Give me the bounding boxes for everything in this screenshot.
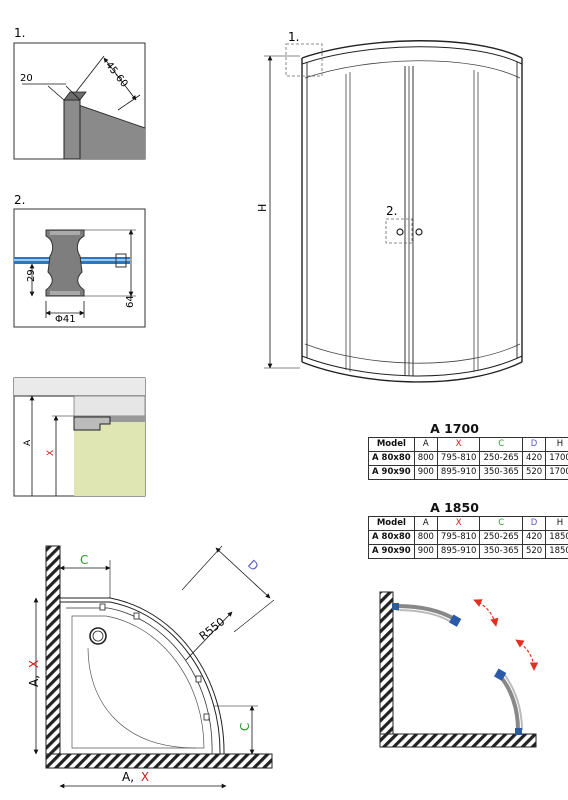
table-header-row: Model A X C D H [368, 516, 568, 531]
opening-wall-left [379, 591, 394, 735]
col-a: A [413, 516, 438, 531]
shower-tray [74, 422, 145, 496]
height-label: H [256, 204, 269, 212]
cell-a: 800 [413, 451, 438, 466]
opening-wall-bottom [379, 733, 537, 748]
bottom-dim-x: X [141, 770, 149, 784]
callout-box-1 [285, 43, 323, 77]
dim-d: D [245, 557, 261, 574]
cell-h: 1700 [545, 465, 568, 480]
cell-d: 420 [521, 451, 547, 466]
opening-arrow-2 [515, 639, 539, 671]
table-row: A 80x80 800 795-810 250-265 420 1700 [368, 451, 568, 466]
drain-icon [89, 627, 107, 645]
spec-table-1850: Model A X C D H A 80x80 800 795-810 250-… [368, 516, 568, 559]
cell-model: A 90x90 [368, 544, 415, 559]
side-dim-a: A, [27, 675, 41, 687]
profile [63, 99, 81, 160]
col-d: D [521, 437, 547, 452]
table-title-1700: A 1700 [430, 421, 479, 436]
cell-model: A 80x80 [368, 451, 415, 466]
table-row: A 90x90 900 895-910 350-365 520 1700 [368, 465, 568, 480]
callout-1-label: 1. [288, 30, 299, 44]
col-h: H [545, 516, 568, 531]
dim-a-detail3: A [23, 439, 33, 446]
handle-left-icon [396, 228, 404, 236]
front-view: 1. 2. H [256, 30, 523, 383]
table-title-1850: A 1850 [430, 500, 479, 515]
hinge-top-icon [392, 603, 399, 610]
cell-d: 520 [521, 465, 547, 480]
cell-h: 1700 [545, 451, 568, 466]
opening-diagram [379, 591, 539, 748]
dim-29: 29 [26, 269, 37, 282]
col-c: C [479, 516, 523, 531]
col-x: X [436, 437, 481, 452]
wall-bottom [45, 753, 273, 769]
side-dim-x: X [27, 660, 41, 668]
handle-right-icon [415, 228, 423, 236]
col-model: Model [368, 437, 415, 452]
plan-view: C C D R550 A, X A, X [27, 545, 275, 789]
cell-c: 250-265 [479, 451, 523, 466]
svg-text:A, X: A, X [122, 770, 149, 784]
col-model: Model [368, 516, 415, 531]
callout-box-2 [385, 218, 413, 244]
cell-d: 520 [521, 544, 547, 559]
cell-model: A 90x90 [368, 465, 415, 480]
cell-c: 350-365 [479, 465, 523, 480]
cell-h: 1850 [545, 544, 568, 559]
spec-table-1700: Model A X C D H A 80x80 800 795-810 250-… [368, 437, 568, 480]
table-row: A 90x90 900 895-910 350-365 520 1850 [368, 544, 568, 559]
cell-c: 250-265 [479, 530, 523, 545]
radius-label: R550 [197, 615, 228, 643]
glass-panel [64, 100, 145, 159]
detail-3: A X [13, 377, 146, 497]
table-row: A 80x80 800 795-810 250-265 420 1850 [368, 530, 568, 545]
bottom-dim-a: A, [122, 770, 134, 784]
col-d: D [521, 516, 547, 531]
detail-2: 2. Φ41 29 64 [13, 193, 146, 328]
cell-c: 350-365 [479, 544, 523, 559]
cell-x: 895-910 [436, 465, 481, 480]
hinge-side-icon [494, 668, 507, 681]
cell-a: 800 [413, 530, 438, 545]
dim-c-side: C [238, 723, 252, 731]
cell-a: 900 [413, 465, 438, 480]
cell-x: 795-810 [436, 530, 481, 545]
cell-d: 420 [521, 530, 547, 545]
cell-x: 795-810 [436, 451, 481, 466]
detail-1-label: 1. [14, 26, 25, 40]
cell-x: 895-910 [436, 544, 481, 559]
wall-left [45, 545, 61, 755]
cell-model: A 80x80 [368, 530, 415, 545]
col-x: X [436, 516, 481, 531]
col-h: H [545, 437, 568, 452]
opening-arrow-1 [473, 599, 499, 627]
detail-1: 1. 20 45-60 [13, 26, 146, 160]
detail-2-label: 2. [14, 193, 25, 207]
cell-a: 900 [413, 544, 438, 559]
col-a: A [413, 437, 438, 452]
table-header-row: Model A X C D H [368, 437, 568, 452]
dim-x-detail3: X [46, 450, 56, 456]
dim-20: 20 [20, 73, 33, 84]
dim-c-top: C [80, 553, 88, 567]
callout-2-label: 2. [386, 204, 397, 218]
dim-diameter-41: Φ41 [55, 314, 76, 325]
svg-text:A, X: A, X [27, 660, 41, 687]
roller [45, 229, 85, 297]
cell-h: 1850 [545, 530, 568, 545]
dim-64: 64 [125, 295, 136, 308]
dim-d-line [215, 547, 271, 599]
col-c: C [479, 437, 523, 452]
